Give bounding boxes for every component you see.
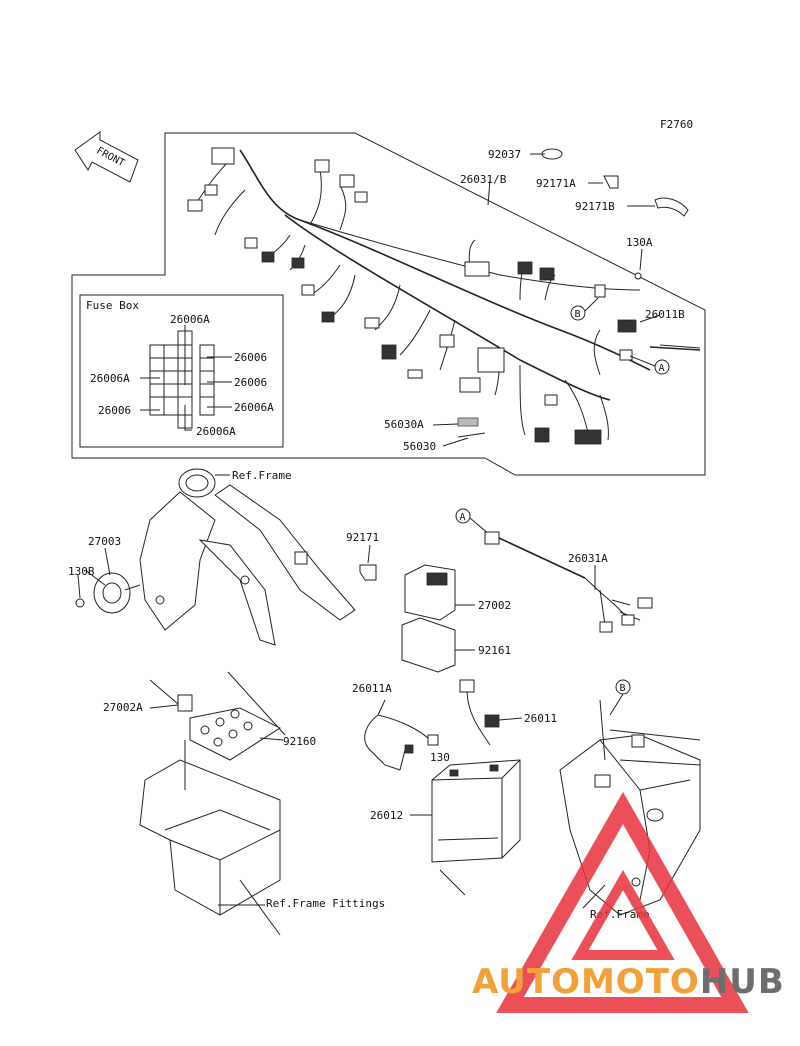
part-label-92037: 92037 — [488, 148, 521, 161]
fuse-box-panel: Fuse Box 26006A 26006 26006A 26006 26006… — [79, 294, 284, 448]
part-label-26011a: 26011A — [352, 682, 392, 695]
fuse-label-26006a-top: 26006A — [170, 313, 210, 326]
automotohub-logo-icon — [496, 791, 749, 1013]
callout-b-bottom: B — [620, 683, 626, 694]
fuse-label-26006-r2: 26006 — [234, 376, 267, 389]
callout-a-bottom: A — [460, 512, 466, 523]
part-label-130: 130 — [430, 751, 450, 764]
watermark-part1: AUTOMOTO — [472, 962, 700, 1002]
ref-frame-fittings-label: Ref.Frame Fittings — [266, 897, 385, 910]
fuse-label-26006a-right: 26006A — [234, 401, 274, 414]
part-label-130b: 130B — [68, 565, 95, 578]
clamp-parts — [457, 148, 689, 438]
part-label-92171: 92171 — [346, 531, 379, 544]
front-arrow-icon: FRONT — [74, 131, 139, 183]
battery-26012 — [410, 759, 521, 896]
part-label-56030a: 56030A — [384, 418, 424, 431]
part-label-26011b: 26011B — [645, 308, 685, 321]
part-label-26012: 26012 — [370, 809, 403, 822]
clip-92171 — [359, 544, 377, 581]
harness-panel-outline — [71, 132, 706, 476]
part-label-27003: 27003 — [88, 535, 121, 548]
part-label-92171a: 92171A — [536, 177, 576, 190]
battery-case — [139, 671, 286, 936]
pad-92161 — [401, 617, 475, 673]
figure-code: F2760 — [660, 118, 693, 131]
part-label-27002a: 27002A — [103, 701, 143, 714]
fuse-label-26006a-left: 26006A — [90, 372, 130, 385]
leader-lines-top — [432, 153, 661, 447]
part-label-130a: 130A — [626, 236, 653, 249]
harness-connectors — [187, 147, 637, 445]
ref-frame-label-1: Ref.Frame — [232, 469, 292, 482]
cable-26011 — [459, 679, 523, 746]
fuse-label-26006-left: 26006 — [98, 404, 131, 417]
part-label-56030: 56030 — [403, 440, 436, 453]
cable-26011a — [364, 699, 439, 771]
fuse-box-icon — [149, 330, 215, 429]
callout-a-top: A — [629, 355, 670, 375]
ecu-27002 — [404, 564, 475, 621]
part-label-92171b: 92171B — [575, 200, 615, 213]
svg-text:B: B — [575, 309, 581, 320]
part-label-26031a: 26031A — [568, 552, 608, 565]
automotohub-watermark: AUTOMOTOHUB — [472, 962, 785, 1002]
part-label-27002: 27002 — [478, 599, 511, 612]
part-label-26031-b: 26031/B — [460, 173, 507, 186]
frame-section: Ref.Frame — [139, 468, 356, 646]
fuse-label-26006a-bottom: 26006A — [196, 425, 236, 438]
horn-27003 — [75, 569, 141, 614]
harness-26031a: A — [455, 508, 653, 633]
part-label-92160: 92160 — [283, 735, 316, 748]
part-label-26011: 26011 — [524, 712, 557, 725]
part-label-92161: 92161 — [478, 644, 511, 657]
callout-b-top: B — [570, 297, 599, 321]
fuse-box-title: Fuse Box — [86, 299, 139, 312]
svg-text:A: A — [659, 363, 665, 374]
fuse-label-26006-r1: 26006 — [234, 351, 267, 364]
watermark-part2: HUB — [699, 962, 785, 1002]
